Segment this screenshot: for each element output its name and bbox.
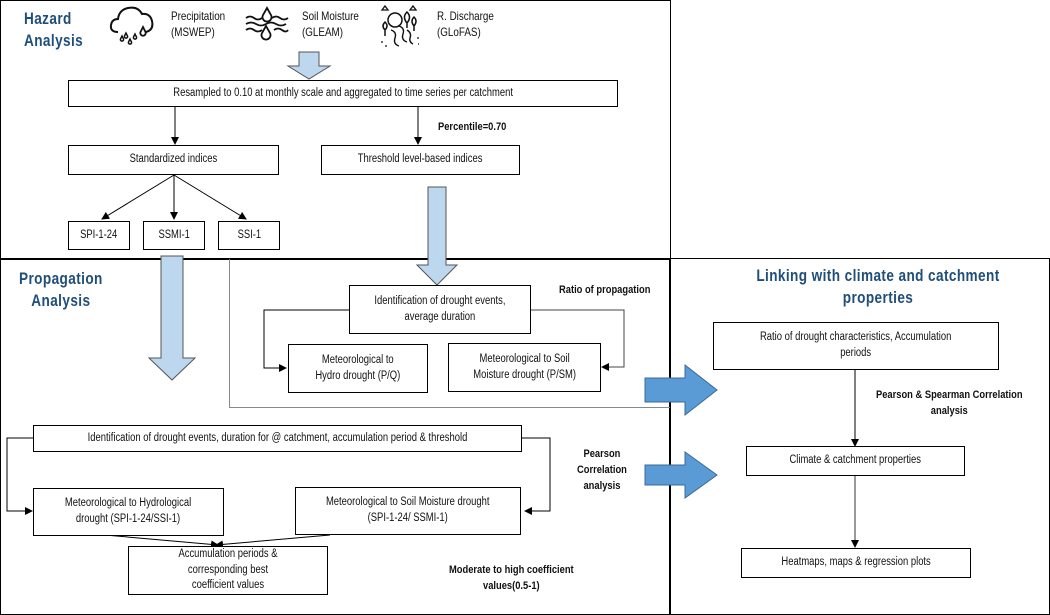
ssi-box: SSI-1 bbox=[218, 221, 280, 250]
ratio-characteristics-text: Ratio of drought characteristics, Accumu… bbox=[760, 331, 952, 359]
heatmaps-box: Heatmaps, maps & regression plots bbox=[741, 548, 971, 578]
standardized-indices-box: Standardized indices bbox=[68, 145, 279, 175]
threshold-indices-text: Threshold level-based indices bbox=[358, 153, 483, 166]
percentile-label: Percentile=0.70 bbox=[438, 121, 507, 133]
ssi-text: SSI-1 bbox=[237, 228, 261, 241]
threshold-identification-box: Identification of drought events, averag… bbox=[349, 285, 531, 334]
accumulation-text: Accumulation periods & corresponding bes… bbox=[178, 548, 278, 592]
pearson-spearman-label: Pearson & Spearman Correlation analysis bbox=[876, 389, 1023, 417]
met-soil-moisture-box: Meteorological to Soil Moisture drought … bbox=[295, 487, 521, 535]
std-identification-text: Identification of drought events, durati… bbox=[87, 431, 468, 444]
source-discharge-label: R. Discharge (GLoFAS) bbox=[437, 9, 494, 40]
soil-moisture-icon bbox=[245, 6, 289, 41]
moderate-coefficient-label: Moderate to high coefficient values(0.5-… bbox=[449, 564, 574, 592]
met-hydro-box: Meteorological to Hydro drought (P/Q) bbox=[288, 344, 428, 393]
ssmi-text: SSMI-1 bbox=[158, 228, 190, 241]
met-soil-text: Meteorological to Soil Moisture drought … bbox=[473, 352, 576, 381]
pearson-label: Pearson Correlation analysis bbox=[577, 448, 627, 492]
hazard-panel bbox=[0, 0, 671, 260]
spi-text: SPI-1-24 bbox=[80, 228, 118, 241]
resample-text: Resampled to 0.10 at monthly scale and a… bbox=[173, 86, 513, 99]
threshold-propagation-frame bbox=[229, 259, 670, 408]
heatmaps-text: Heatmaps, maps & regression plots bbox=[781, 556, 931, 569]
source-precipitation-label: Precipitation (MSWEP) bbox=[171, 9, 226, 40]
linking-heading: Linking with climate and catchment prope… bbox=[756, 266, 1000, 308]
threshold-identification-text: Identification of drought events, averag… bbox=[374, 294, 506, 323]
std-identification-box: Identification of drought events, durati… bbox=[33, 425, 522, 452]
met-hydrological-text: Meteorological to Hydrological drought (… bbox=[65, 497, 192, 525]
rain-cloud-icon bbox=[109, 6, 154, 45]
met-hydrological-box: Meteorological to Hydrological drought (… bbox=[33, 488, 224, 536]
standardized-indices-text: Standardized indices bbox=[129, 153, 218, 166]
ssmi-box: SSMI-1 bbox=[143, 221, 205, 250]
spi-box: SPI-1-24 bbox=[68, 221, 130, 250]
hazard-analysis-heading: Hazard Analysis bbox=[24, 9, 84, 51]
ratio-characteristics-box: Ratio of drought characteristics, Accumu… bbox=[713, 322, 999, 370]
threshold-indices-box: Threshold level-based indices bbox=[321, 145, 520, 175]
ratio-of-propagation-label: Ratio of propagation bbox=[559, 284, 651, 296]
resample-box: Resampled to 0.10 at monthly scale and a… bbox=[68, 80, 618, 107]
source-soil-moisture-label: Soil Moisture (GLEAM) bbox=[302, 9, 359, 40]
climate-catchment-box: Climate & catchment properties bbox=[746, 446, 965, 476]
met-hydro-text: Meteorological to Hydro drought (P/Q) bbox=[315, 353, 401, 382]
met-soil-moisture-text: Meteorological to Soil Moisture drought … bbox=[326, 496, 490, 524]
river-landscape-icon bbox=[380, 4, 419, 47]
climate-catchment-text: Climate & catchment properties bbox=[789, 454, 922, 467]
met-soil-box: Meteorological to Soil Moisture drought … bbox=[448, 343, 601, 392]
accumulation-box: Accumulation periods & corresponding bes… bbox=[128, 546, 328, 595]
propagation-analysis-heading: Propagation Analysis bbox=[19, 269, 103, 311]
